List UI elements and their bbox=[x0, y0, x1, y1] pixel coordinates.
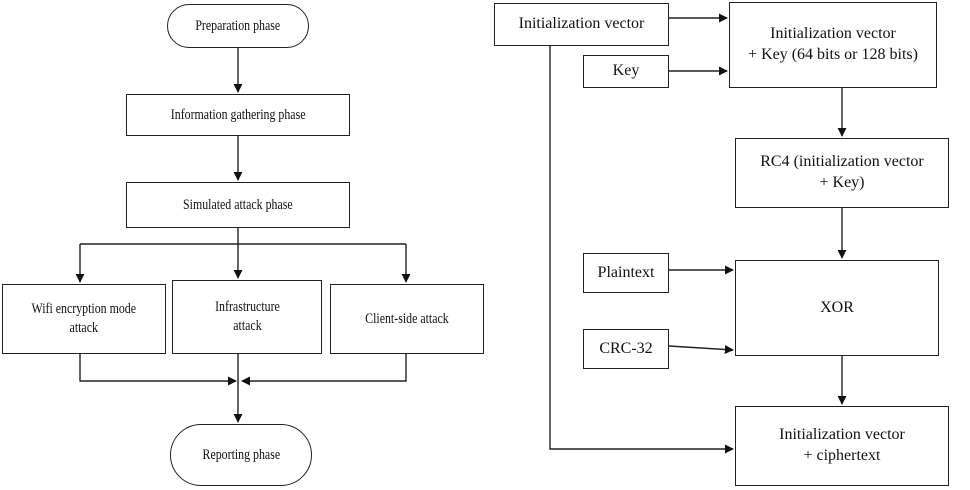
wifi-encryption-attack-node: Wifi encryption mode attack bbox=[2, 284, 166, 354]
client-side-attack-node: Client-side attack bbox=[330, 284, 484, 354]
information-gathering-node: Information gathering phase bbox=[126, 94, 350, 136]
rc4-label: RC4 (initialization vector + Key) bbox=[760, 153, 924, 191]
infrastructure-attack-label: Infrastructure attack bbox=[214, 299, 280, 334]
xor-label: XOR bbox=[820, 298, 854, 316]
plaintext-input-label: Plaintext bbox=[597, 263, 655, 281]
reporting-phase-label: Reporting phase bbox=[202, 446, 280, 463]
preparation-phase-label: Preparation phase bbox=[195, 17, 281, 34]
information-gathering-label: Information gathering phase bbox=[170, 106, 306, 123]
reporting-phase-node: Reporting phase bbox=[170, 424, 312, 486]
iv-input-node: Initialization vector bbox=[494, 3, 669, 46]
arrow-crc32-to-xor bbox=[668, 345, 734, 354]
simulated-attack-label: Simulated attack phase bbox=[183, 196, 293, 213]
arrow-client-to-merge bbox=[241, 354, 407, 386]
crc32-input-node: CRC-32 bbox=[583, 329, 669, 369]
arrow-iv-bypass-to-output bbox=[549, 46, 734, 454]
simulated-attack-node: Simulated attack phase bbox=[126, 182, 350, 228]
infrastructure-attack-node: Infrastructure attack bbox=[172, 280, 322, 354]
wifi-encryption-attack-label: Wifi encryption mode attack bbox=[31, 301, 137, 336]
iv-plus-key-node: Initialization vector + Key (64 bits or … bbox=[729, 2, 937, 88]
iv-plus-key-label: Initialization vector + Key (64 bits or … bbox=[748, 25, 918, 63]
xor-node: XOR bbox=[735, 260, 939, 356]
arrow-wifi-to-merge bbox=[79, 354, 237, 386]
key-input-label: Key bbox=[612, 62, 640, 80]
key-input-node: Key bbox=[583, 55, 669, 88]
crc32-input-label: CRC-32 bbox=[599, 339, 653, 357]
plaintext-input-node: Plaintext bbox=[583, 253, 669, 293]
rc4-node: RC4 (initialization vector + Key) bbox=[735, 138, 949, 208]
iv-plus-ciphertext-label: Initialization vector + ciphertext bbox=[779, 426, 905, 464]
preparation-phase-node: Preparation phase bbox=[167, 4, 309, 48]
iv-plus-ciphertext-node: Initialization vector + ciphertext bbox=[735, 406, 949, 486]
client-side-attack-label: Client-side attack bbox=[365, 310, 449, 327]
iv-input-label: Initialization vector bbox=[518, 15, 645, 33]
